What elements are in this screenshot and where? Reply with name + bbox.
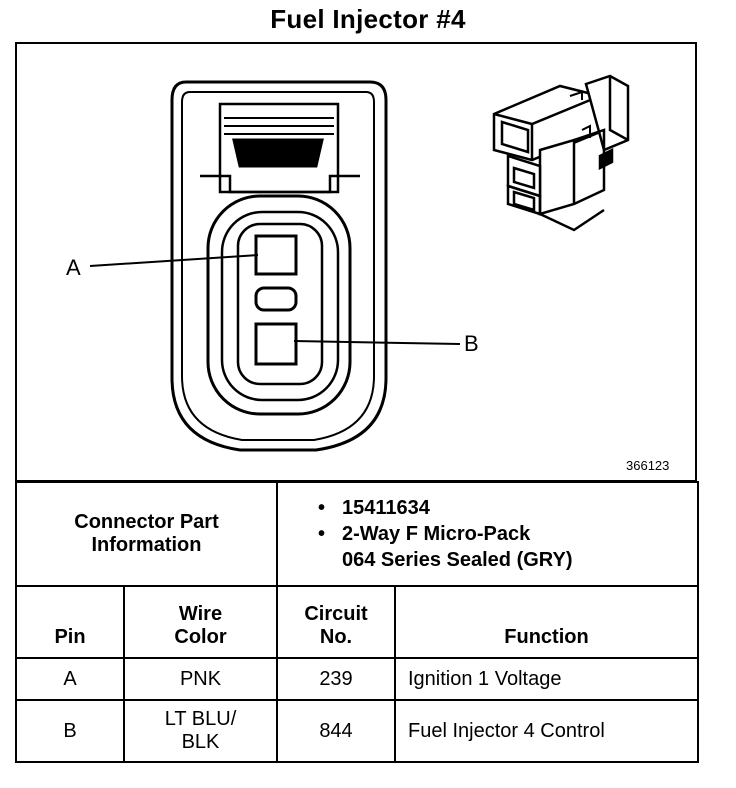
cell-wire-line2: BLK <box>181 731 220 753</box>
connector-diagram-frame <box>15 42 697 482</box>
header-circuit-line1: Circuit <box>304 603 368 625</box>
table-header-row: Pin Wire Color Circuit No. Function <box>15 585 699 659</box>
connector-diagram <box>89 74 630 452</box>
cavity-housing-outer <box>206 194 352 416</box>
table-row: A PNK 239 Ignition 1 Voltage <box>15 657 699 701</box>
connector-info-label: Connector Part Information <box>15 481 278 587</box>
header-wire-color: Wire Color <box>123 585 278 659</box>
cell-pin: B <box>15 699 125 763</box>
cell-wire-color: PNK <box>123 657 278 701</box>
header-wire-line2: Color <box>174 626 227 648</box>
pin-b-label: B <box>464 331 479 356</box>
connector-info-list: • 15411634 • 2-Way F Micro-Pack 064 Seri… <box>276 481 699 587</box>
table-row: B LT BLU/ BLK 844 Fuel Injector 4 Contro… <box>15 699 699 763</box>
connector-info-label-line1: Connector Part <box>74 511 219 533</box>
connector-body-outline <box>170 80 388 452</box>
pin-b-leader <box>293 340 461 345</box>
terminal-key <box>254 286 298 312</box>
header-pin: Pin <box>15 585 125 659</box>
connector-type: 2-Way F Micro-Pack <box>342 523 531 545</box>
cell-function: Fuel Injector 4 Control <box>394 699 699 763</box>
connector-3d-view <box>492 74 630 232</box>
cell-wire-color: LT BLU/ BLK <box>123 699 278 763</box>
connector-table: Connector Part Information • 15411634 • … <box>15 481 699 763</box>
part-number: 15411634 <box>342 497 430 519</box>
cell-function: Ignition 1 Voltage <box>394 657 699 701</box>
connector-info-row: Connector Part Information • 15411634 • … <box>15 481 699 587</box>
list-item: • 15411634 <box>318 495 697 521</box>
cell-pin: A <box>15 657 125 701</box>
cell-circuit: 844 <box>276 699 396 763</box>
bullet-icon: • <box>318 497 326 519</box>
latch-outline <box>218 102 340 194</box>
pin-a-label: A <box>66 255 81 280</box>
latch-tab <box>232 138 324 168</box>
cavity-seal <box>236 222 324 386</box>
connector-series: 064 Series Sealed (GRY) <box>342 549 573 571</box>
bullet-icon: • <box>318 523 326 545</box>
cell-circuit: 239 <box>276 657 396 701</box>
header-circuit-no: Circuit No. <box>276 585 396 659</box>
connector-body-inner-outline <box>181 91 375 441</box>
header-wire-line1: Wire <box>178 603 223 625</box>
terminal-b-cavity <box>254 322 298 366</box>
header-circuit-line2: No. <box>319 626 353 648</box>
cavity-housing-inner <box>220 210 340 402</box>
figure-id: 366123 <box>626 458 670 473</box>
header-function: Function <box>394 585 699 659</box>
list-item: • 2-Way F Micro-Pack <box>318 521 697 547</box>
cell-wire-line1: LT BLU/ <box>164 708 237 730</box>
connector-info-label-line2: Information <box>91 534 202 556</box>
pin-a-leader <box>89 254 259 267</box>
terminal-a-cavity <box>254 234 298 276</box>
page-title: Fuel Injector #4 <box>270 4 466 34</box>
